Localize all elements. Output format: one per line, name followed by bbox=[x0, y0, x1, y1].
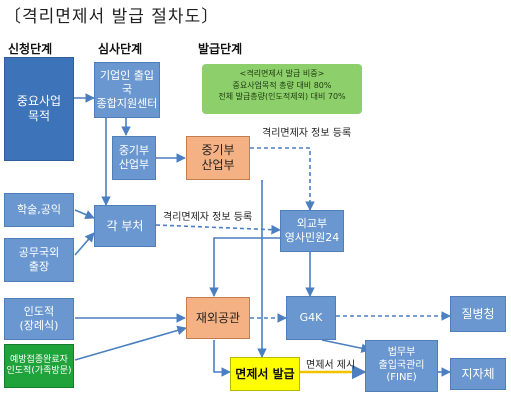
node-humanitarian: 인도적 (장례식) bbox=[4, 298, 74, 340]
edge-g4k-to-moj bbox=[321, 339, 371, 353]
edge-label-registration-1: 격리면제자 정보 등록 bbox=[262, 128, 352, 139]
edge-vaccinated-to-mission bbox=[74, 325, 187, 361]
note-heading: <격리면제서 발급 비중> bbox=[239, 69, 325, 78]
node-kbiz-center: 기업인 출입국 종합지원센터 bbox=[94, 62, 160, 118]
issuance-ratio-note: <격리면제서 발급 비중> 중요사업목적 총량 대비 80% 전체 발급총량(인… bbox=[202, 64, 362, 114]
diagram-title: 〔격리면제서 발급 절차도〕 bbox=[4, 7, 220, 27]
node-kdca: 질병청 bbox=[450, 296, 506, 332]
edge-mofa-to-mission bbox=[209, 237, 280, 297]
stage-label-issue: 발급단계 bbox=[198, 42, 243, 56]
node-important-business: 중요사업 목적 bbox=[4, 57, 74, 161]
node-local-gov: 지자체 bbox=[450, 358, 506, 390]
edge-mss-issue-to-mofa bbox=[250, 147, 315, 211]
edge-label-registration-2: 격리면제자 정보 등록 bbox=[163, 212, 253, 223]
node-official-trip: 공무국외 출장 bbox=[4, 238, 74, 282]
node-mofa: 외교부 영사민원24 bbox=[280, 210, 344, 252]
edge-label-present: 면제서 제시 bbox=[306, 360, 356, 371]
edge-academic-to-ministries bbox=[74, 209, 95, 220]
note-line-1: 중요사업목적 총량 대비 80% bbox=[232, 80, 332, 90]
node-mss-issue: 중기부 산업부 bbox=[186, 136, 250, 180]
edge-official-to-ministries bbox=[74, 232, 95, 256]
node-mss-review: 중기부 산업부 bbox=[112, 136, 156, 180]
stage-label-apply: 신청단계 bbox=[8, 42, 53, 56]
node-issuance: 면제서 발급 bbox=[230, 357, 300, 391]
node-academic: 학술,공익 bbox=[4, 193, 74, 227]
note-line-2: 전체 발급총량(인도적제외) 대비 70% bbox=[218, 92, 346, 102]
node-g4k: G4K bbox=[286, 296, 336, 340]
node-ministries: 각 부처 bbox=[94, 205, 156, 247]
node-overseas-mission: 재외공관 bbox=[186, 297, 250, 339]
stage-label-review: 심사단계 bbox=[98, 42, 143, 56]
node-vaccinated-family: 예방접종완료자 인도적(가족방문) bbox=[4, 344, 74, 388]
edge-mission-to-issuance bbox=[213, 340, 231, 377]
node-moj: 법무부 출입국관리 (FINE) bbox=[365, 340, 438, 392]
